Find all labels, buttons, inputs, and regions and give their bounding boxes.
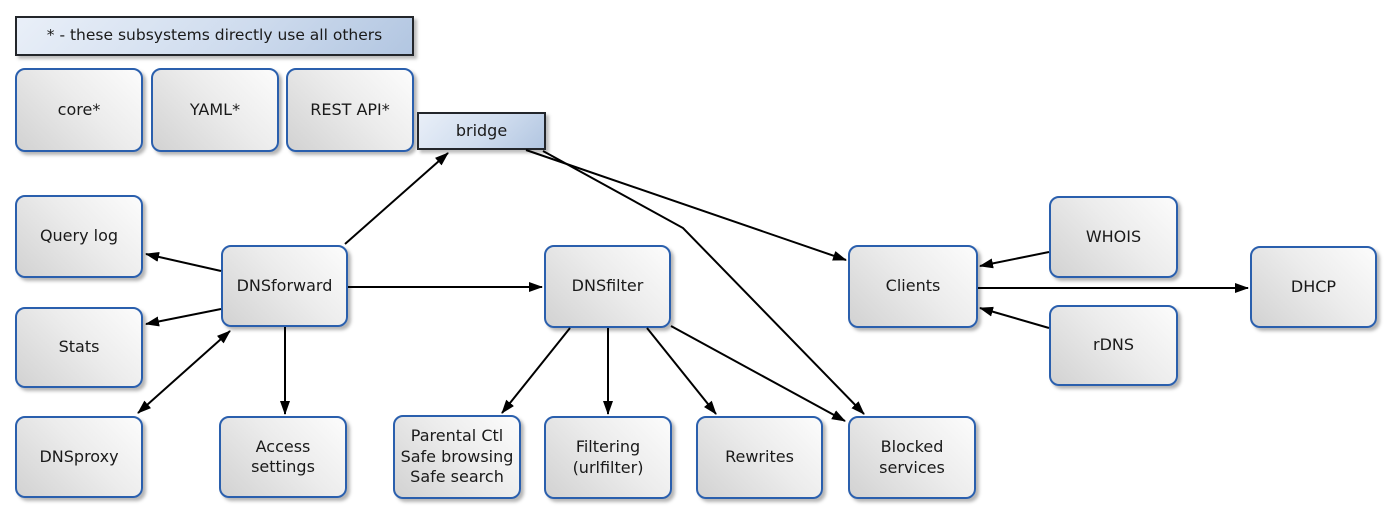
edge-dnsforward-to-stats (145, 308, 222, 327)
edge-bridge-to-clients (525, 149, 847, 261)
node-yaml: YAML* (151, 68, 279, 152)
node-rdns-label: rDNS (1092, 335, 1135, 355)
node-blocked-services-label: Blocked (880, 437, 944, 457)
node-legend-label: * - these subsystems directly use all ot… (46, 26, 383, 45)
node-rest-api: REST API* (286, 68, 414, 152)
edge-dnsfilter-to-parental-ctl (501, 327, 571, 414)
edge-dnsforward-to-query-log (145, 251, 222, 272)
node-rewrites: Rewrites (696, 416, 823, 499)
node-dnsfilter: DNSfilter (544, 245, 671, 328)
edge-dnsforward-to-dnsproxy (137, 330, 231, 414)
node-dnsproxy-label: DNSproxy (39, 446, 119, 466)
node-query-log: Query log (15, 195, 143, 278)
node-blocked-services-label: services (879, 457, 945, 477)
edge-dnsfilter-to-rewrites (646, 327, 717, 415)
node-filtering-label: Filtering (575, 437, 641, 457)
node-whois: WHOIS (1049, 196, 1178, 278)
node-clients-label: Clients (885, 276, 941, 296)
node-access-settings-label: Access (255, 436, 311, 456)
node-legend: * - these subsystems directly use all ot… (15, 16, 414, 56)
node-bridge-label: bridge (455, 120, 508, 140)
node-parental-ctl-label: Parental Ctl (410, 426, 504, 446)
node-query-log-label: Query log (39, 226, 119, 246)
node-yaml-label: YAML* (189, 99, 241, 119)
edge-whois-to-clients (979, 251, 1050, 269)
node-core: core* (15, 68, 143, 152)
node-filtering: Filtering(urlfilter) (544, 416, 672, 499)
node-rdns: rDNS (1049, 305, 1178, 386)
node-stats-label: Stats (58, 337, 100, 357)
node-dhcp-label: DHCP (1290, 276, 1337, 296)
node-rest-api-label: REST API* (310, 99, 390, 119)
node-dhcp: DHCP (1250, 246, 1377, 328)
node-stats: Stats (15, 307, 143, 388)
node-bridge: bridge (417, 112, 546, 150)
edge-dnsforward-to-bridge (344, 152, 449, 245)
node-rewrites-label: Rewrites (725, 447, 794, 467)
node-filtering-label: (urlfilter) (572, 457, 644, 477)
node-core-label: core* (57, 99, 101, 119)
node-dnsforward: DNSforward (221, 245, 348, 327)
edge-dnsfilter-to-blocked-services (670, 325, 846, 422)
edge-rdns-to-clients (979, 306, 1050, 329)
node-access-settings-label: settings (251, 457, 315, 476)
node-parental-ctl-label: Safe search (410, 467, 504, 487)
node-dnsproxy: DNSproxy (15, 416, 143, 498)
node-dnsforward-label: DNSforward (236, 275, 333, 295)
node-parental-ctl-label: Safe browsing (400, 446, 514, 466)
node-whois-label: WHOIS (1085, 226, 1142, 246)
node-dnsfilter-label: DNSfilter (571, 276, 644, 296)
node-clients: Clients (848, 245, 978, 328)
